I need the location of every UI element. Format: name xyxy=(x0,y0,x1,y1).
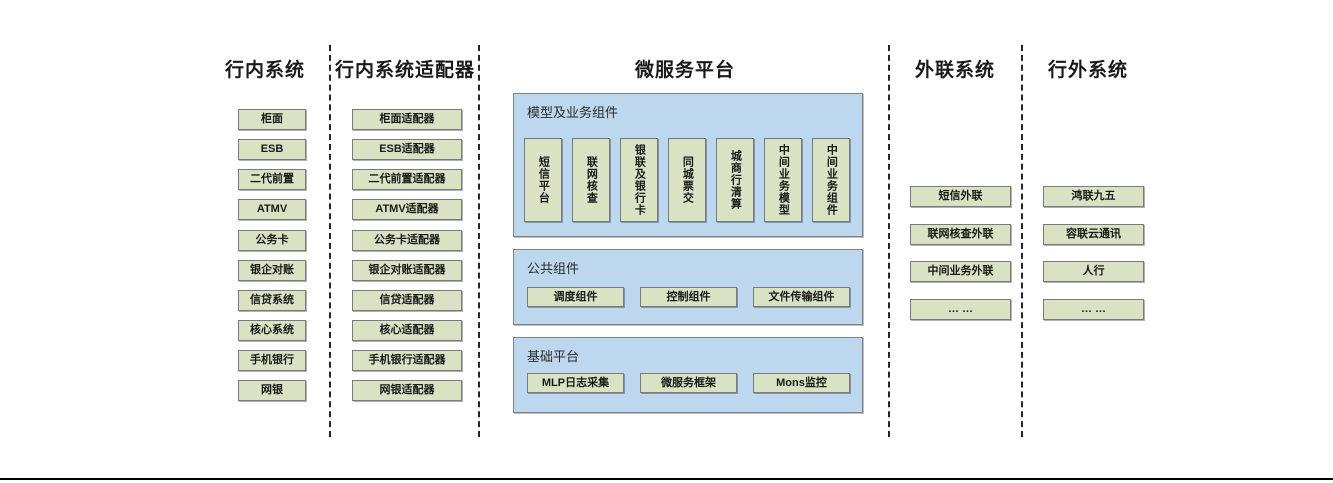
node-base-0[interactable]: MLP日志采集 xyxy=(527,373,624,393)
node-inbank-5[interactable]: 银企对账 xyxy=(238,260,306,281)
node-inbank-9[interactable]: 网银 xyxy=(238,380,306,401)
platform-section-base-title: 基础平台 xyxy=(527,349,580,364)
node-inbank-1[interactable]: ESB xyxy=(238,139,306,160)
node-adapter-3[interactable]: ATMV适配器 xyxy=(352,199,462,220)
node-base-2[interactable]: Mons监控 xyxy=(753,373,850,393)
platform-section-model-title: 模型及业务组件 xyxy=(527,105,619,120)
node-base-1[interactable]: 微服务框架 xyxy=(640,373,737,393)
column-title-adapter: 行内系统适配器 xyxy=(335,60,476,81)
divider-adapter-platform xyxy=(478,45,480,437)
column-title-external-link: 外联系统 xyxy=(914,60,995,81)
divider-platform-external xyxy=(888,45,890,437)
node-adapter-1[interactable]: ESB适配器 xyxy=(352,139,462,160)
node-common-0[interactable]: 调度组件 xyxy=(527,287,624,307)
node-adapter-4[interactable]: 公务卡适配器 xyxy=(352,230,462,251)
node-adapter-2[interactable]: 二代前置适配器 xyxy=(352,169,462,190)
node-common-1[interactable]: 控制组件 xyxy=(640,287,737,307)
node-model-1[interactable]: 联网核查 xyxy=(572,138,610,222)
node-outbank-0[interactable]: 鸿联九五 xyxy=(1043,186,1144,207)
node-inbank-2[interactable]: 二代前置 xyxy=(238,169,306,190)
divider-external-outbank xyxy=(1021,45,1023,437)
node-external-3[interactable]: … … xyxy=(910,299,1011,320)
node-outbank-2[interactable]: 人行 xyxy=(1043,261,1144,282)
node-common-2[interactable]: 文件传输组件 xyxy=(753,287,850,307)
node-model-3[interactable]: 同城票交 xyxy=(668,138,706,222)
node-model-0[interactable]: 短信平台 xyxy=(524,138,562,222)
node-model-5[interactable]: 中间业务模型 xyxy=(764,138,802,222)
node-inbank-7[interactable]: 核心系统 xyxy=(238,320,306,341)
bottom-rule xyxy=(0,478,1333,480)
node-inbank-6[interactable]: 信贷系统 xyxy=(238,290,306,311)
node-inbank-8[interactable]: 手机银行 xyxy=(238,350,306,371)
node-adapter-9[interactable]: 网银适配器 xyxy=(352,380,462,401)
column-title-outbank: 行外系统 xyxy=(1047,60,1128,81)
node-adapter-7[interactable]: 核心适配器 xyxy=(352,320,462,341)
node-external-1[interactable]: 联网核查外联 xyxy=(910,224,1011,245)
node-inbank-3[interactable]: ATMV xyxy=(238,199,306,220)
node-model-4[interactable]: 城商行清算 xyxy=(716,138,754,222)
node-outbank-3[interactable]: … … xyxy=(1043,299,1144,320)
column-title-inbank: 行内系统 xyxy=(224,60,305,81)
node-model-6[interactable]: 中间业务组件 xyxy=(812,138,850,222)
platform-section-common-title: 公共组件 xyxy=(527,261,580,276)
node-model-2[interactable]: 银联及银行卡 xyxy=(620,138,658,222)
node-adapter-6[interactable]: 信贷适配器 xyxy=(352,290,462,311)
node-inbank-0[interactable]: 柜面 xyxy=(238,109,306,130)
node-adapter-8[interactable]: 手机银行适配器 xyxy=(352,350,462,371)
node-external-0[interactable]: 短信外联 xyxy=(910,186,1011,207)
node-outbank-1[interactable]: 容联云通讯 xyxy=(1043,224,1144,245)
divider-inbank-adapter xyxy=(329,45,331,437)
column-title-platform: 微服务平台 xyxy=(634,60,735,81)
node-external-2[interactable]: 中间业务外联 xyxy=(910,261,1011,282)
node-adapter-0[interactable]: 柜面适配器 xyxy=(352,109,462,130)
node-adapter-5[interactable]: 银企对账适配器 xyxy=(352,260,462,281)
node-inbank-4[interactable]: 公务卡 xyxy=(238,230,306,251)
